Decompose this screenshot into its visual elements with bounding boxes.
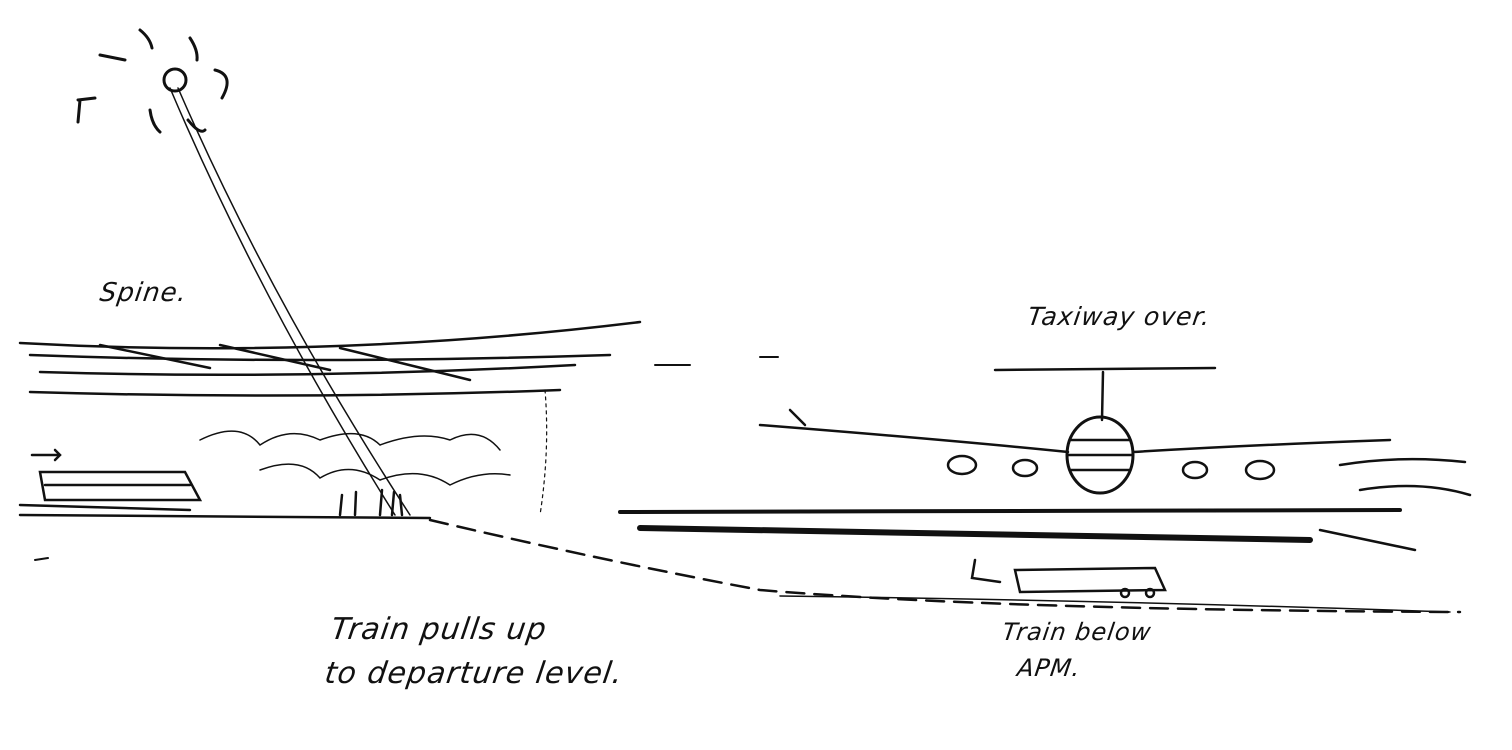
people [338, 488, 404, 517]
label-line: Train below [1000, 618, 1154, 646]
label-line: Train pulls up [328, 612, 550, 647]
train-left [18, 448, 203, 512]
train-right [970, 558, 1167, 599]
sun-icon [76, 28, 229, 134]
label-line: to departure level. [322, 656, 626, 691]
clouds [199, 430, 511, 486]
label-train-pulls-up: Train pulls up to departure level. [322, 608, 632, 696]
label-taxiway-over: Taxiway over. [1025, 302, 1213, 331]
ground-lines [18, 508, 1462, 614]
spine-roof [18, 320, 642, 516]
dashes [34, 356, 779, 561]
label-line: APM. [1015, 654, 1083, 682]
label-spine: Spine. [97, 278, 190, 308]
sun-rays [169, 87, 411, 516]
label-train-below-apm: Train below APM. [995, 614, 1154, 686]
airplane [758, 366, 1472, 497]
